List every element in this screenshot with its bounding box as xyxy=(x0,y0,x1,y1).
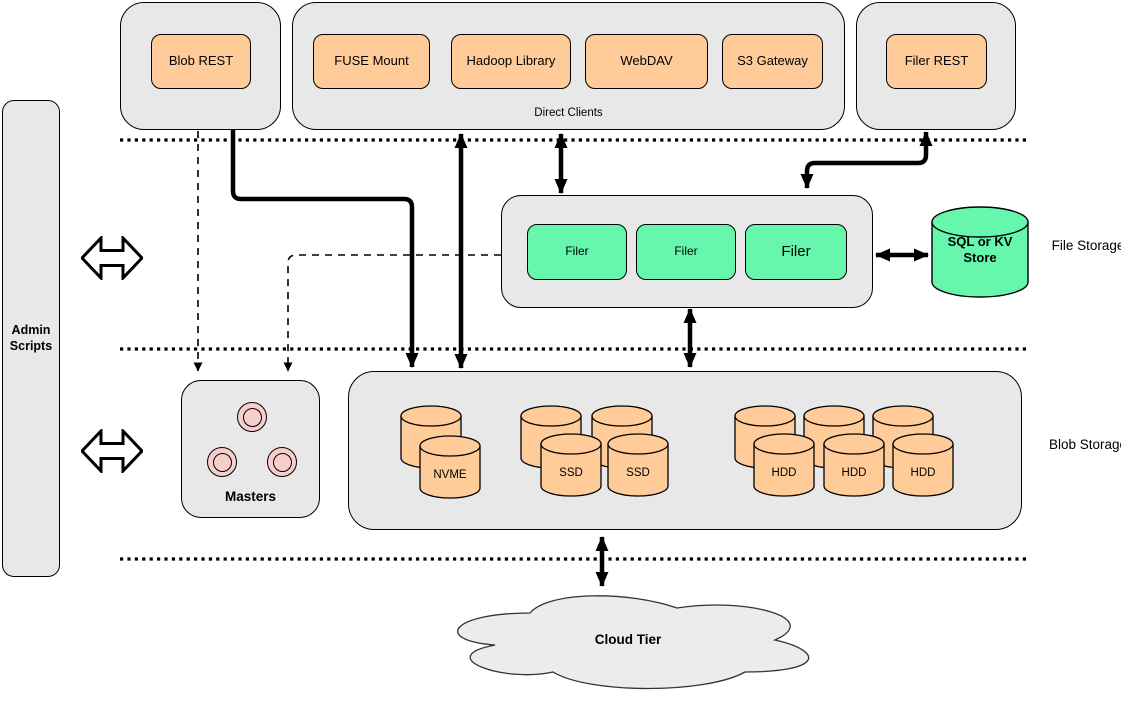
master-node-icon xyxy=(207,447,237,477)
blob-rest-node: Blob REST xyxy=(151,34,251,89)
admin-scripts-label: Admin Scripts xyxy=(9,322,53,353)
admin-file-storage-double-arrow-icon xyxy=(81,236,143,280)
cylinder-icon xyxy=(419,435,481,499)
filer-node: Filer xyxy=(527,224,627,280)
cylinder-icon xyxy=(823,433,885,497)
direct-clients-caption: Direct Clients xyxy=(534,107,603,119)
hdd-label: HDD xyxy=(771,467,797,479)
ssd-label: SSD xyxy=(559,467,583,479)
admin-scripts-box: Admin Scripts xyxy=(2,100,60,577)
hdd-volume-cylinder: HDD xyxy=(823,433,885,497)
master-node-icon xyxy=(237,402,267,432)
cylinder-icon xyxy=(607,433,669,497)
blob-storage-section-label: Blob Storage xyxy=(1048,437,1121,452)
hdd-label: HDD xyxy=(841,467,867,479)
s3-gateway-node: S3 Gateway xyxy=(722,34,823,89)
hadoop-library-node: Hadoop Library xyxy=(451,34,571,89)
filer-rest-filer-double-arrow xyxy=(800,131,933,189)
sql-kv-store-cylinder: SQL or KV Store xyxy=(931,206,1029,298)
filer-rest-node: Filer REST xyxy=(886,34,987,89)
blob-rest-to-blob-storage-arrow xyxy=(230,130,419,368)
hdd-volume-cylinder: HDD xyxy=(753,433,815,497)
blob-rest-group: Blob REST xyxy=(120,2,281,130)
cylinder-icon xyxy=(540,433,602,497)
cloud-tier-label: Cloud Tier xyxy=(594,632,662,647)
filer-cluster-group: Filer Filer Filer xyxy=(501,195,873,308)
nvme-label: NVME xyxy=(433,469,467,481)
filer-to-masters-dashed-arrow xyxy=(283,254,501,372)
database-cylinder-icon xyxy=(931,206,1029,298)
hdd-label: HDD xyxy=(910,467,936,479)
filer-node: Filer xyxy=(745,224,847,280)
nvme-volume-cylinder: NVME xyxy=(419,435,481,499)
filer-node: Filer xyxy=(636,224,736,280)
cylinder-icon xyxy=(892,433,954,497)
ssd-volume-cylinder: SSD xyxy=(540,433,602,497)
hdd-volume-cylinder: HDD xyxy=(892,433,954,497)
ssd-label: SSD xyxy=(626,467,650,479)
sql-kv-store-label: SQL or KV Store xyxy=(947,234,1013,265)
masters-group: Masters xyxy=(181,380,320,518)
cylinder-icon xyxy=(753,433,815,497)
filer-rest-group: Filer REST xyxy=(856,2,1016,130)
ssd-volume-cylinder: SSD xyxy=(607,433,669,497)
webdav-node: WebDAV xyxy=(585,34,708,89)
fuse-mount-node: FUSE Mount xyxy=(313,34,430,89)
masters-label: Masters xyxy=(224,489,277,504)
direct-clients-group: FUSE Mount Hadoop Library WebDAV S3 Gate… xyxy=(292,2,845,130)
file-storage-section-label: File Storage xyxy=(1051,238,1121,253)
master-node-icon xyxy=(267,447,297,477)
admin-blob-storage-double-arrow-icon xyxy=(81,429,143,473)
